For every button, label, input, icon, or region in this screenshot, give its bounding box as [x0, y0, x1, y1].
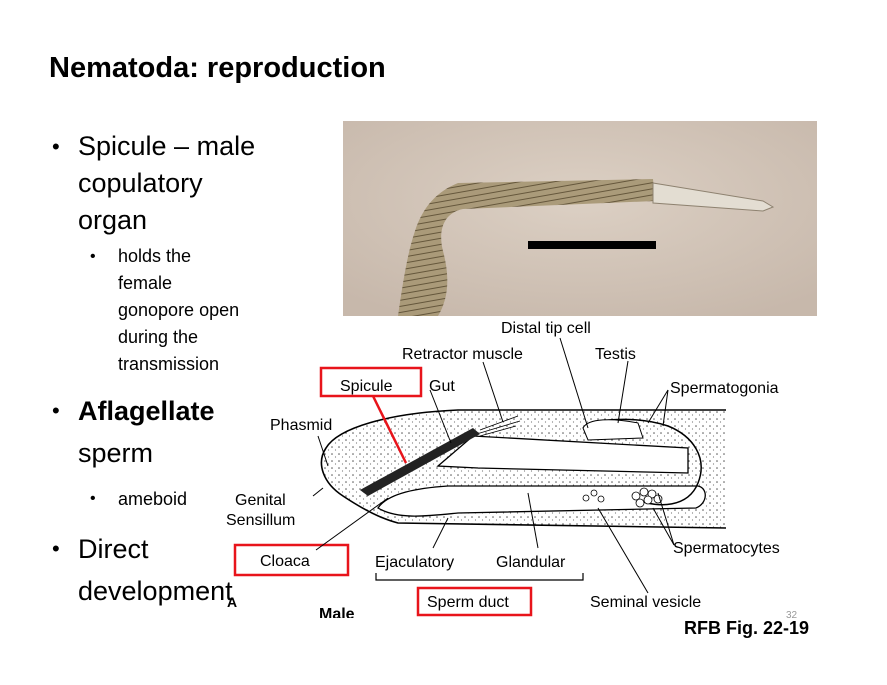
bullet-direct: Direct development: [52, 528, 292, 612]
label-testis: Testis: [595, 346, 636, 363]
sub-line: during the: [118, 327, 199, 347]
label-sensillum: Sensillum: [226, 512, 295, 529]
ameboid-text: ameboid: [118, 489, 188, 509]
direct-line2: development: [78, 576, 233, 606]
bullet-spicule-line3: organ: [78, 205, 148, 235]
sperm-duct-brace: [375, 573, 584, 581]
label-ejaculatory: Ejaculatory: [375, 554, 454, 571]
label-distal-tip-cell: Distal tip cell: [501, 320, 591, 337]
bullet-spicule-line2: copulatory: [78, 168, 203, 198]
label-phasmid: Phasmid: [270, 417, 332, 434]
label-genital: Genital: [235, 492, 286, 509]
sub-line: gonopore open: [118, 300, 240, 320]
spicule-highlight-box: [319, 366, 423, 398]
bullet-list: Spicule – male copulatory organ holds th…: [52, 128, 292, 612]
direct-line1: Direct: [78, 534, 149, 564]
label-panel-a: A: [227, 594, 237, 610]
bullet-spicule: Spicule – male copulatory organ: [52, 128, 292, 239]
spicule-photo: [343, 121, 817, 316]
spermatogonia-cells: [582, 419, 644, 441]
sub-bullet-holds: holds the female gonopore open during th…: [52, 243, 292, 378]
aflagellate-rest: sperm: [78, 438, 154, 468]
label-retractor-muscle: Retractor muscle: [402, 346, 523, 363]
label-spicule: Spicule: [340, 378, 393, 395]
page-number: 32: [786, 610, 798, 621]
label-seminal-vesicle: Seminal vesicle: [590, 594, 701, 611]
sperm-duct-highlight-box: [416, 586, 533, 617]
sub-line: female: [118, 273, 173, 293]
sub-bullet-ameboid: ameboid: [52, 484, 292, 514]
sub-line: holds the: [118, 246, 192, 266]
sub-line: transmission: [118, 354, 220, 374]
label-male: Male: [319, 606, 355, 618]
figure-reference: RFB Fig. 22-19: [684, 618, 810, 638]
spicule-shape: [360, 428, 480, 496]
label-spermatogonia: Spermatogonia: [670, 380, 779, 397]
aflagellate-bold: Aflagellate: [78, 396, 215, 426]
label-gut: Gut: [429, 378, 455, 395]
retractor-muscle-lines: [479, 415, 521, 437]
bullet-spicule-line1: Spicule – male: [78, 131, 256, 161]
leader-lines: [312, 337, 675, 594]
cloaca-highlight-box: [233, 543, 350, 577]
spermatocytes-cluster: [582, 487, 663, 508]
spicule-red-pointer: [371, 395, 408, 464]
male-reproductive-diagram: Distal tip cell Retractor muscle Testis …: [226, 320, 780, 618]
sperm-duct-shape: [377, 485, 706, 517]
label-glandular: Glandular: [496, 554, 566, 571]
slide-title: Nematoda: reproduction: [49, 52, 386, 84]
label-sperm-duct: Sperm duct: [427, 594, 509, 611]
label-cloaca: Cloaca: [260, 553, 310, 570]
label-spermatocytes: Spermatocytes: [673, 540, 780, 557]
bullet-aflagellate: Aflagellate sperm: [52, 390, 292, 474]
